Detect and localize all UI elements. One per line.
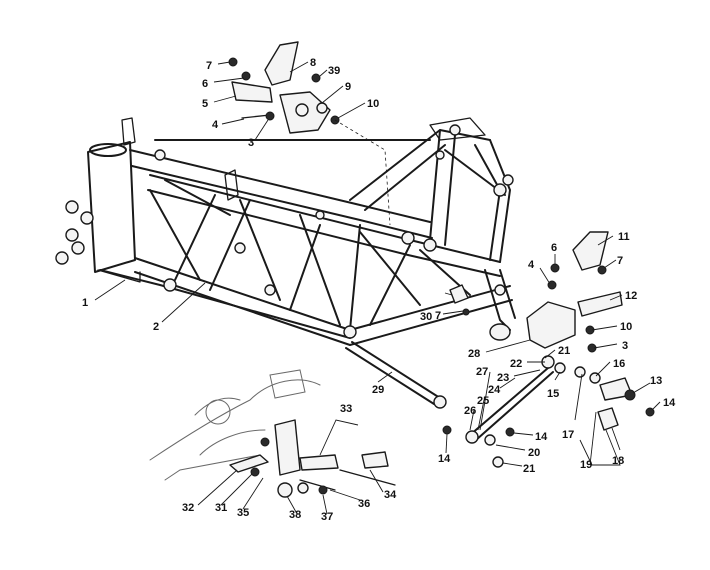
callout-6: 6: [202, 78, 208, 90]
callout-31: 31: [215, 502, 227, 514]
callout-15: 15: [547, 388, 559, 400]
callout-21: 21: [558, 345, 570, 357]
callout-27: 27: [476, 366, 488, 378]
callout-2: 2: [153, 321, 159, 333]
callout-5: 5: [202, 98, 208, 110]
callout-12: 12: [625, 290, 637, 302]
callout-6: 6: [551, 242, 557, 254]
callout-14: 14: [535, 431, 548, 443]
callout-10: 10: [367, 98, 379, 110]
callout-7: 7: [435, 310, 441, 322]
callout-33: 33: [340, 403, 352, 415]
left-footpeg-assembly: [228, 41, 391, 226]
callout-3: 3: [622, 340, 628, 352]
callout-26: 26: [464, 405, 476, 417]
callout-7: 7: [617, 255, 623, 267]
callout-9: 9: [345, 81, 351, 93]
callout-28: 28: [468, 348, 480, 360]
callout-36: 36: [358, 498, 370, 510]
main-frame: [55, 117, 516, 346]
callout-19: 19: [580, 459, 592, 471]
callout-24: 24: [488, 384, 501, 396]
callout-39: 39: [328, 65, 340, 77]
callout-8: 8: [310, 57, 316, 69]
callout-20: 20: [528, 447, 540, 459]
callout-25: 25: [477, 395, 489, 407]
callout-23: 23: [497, 372, 509, 384]
callout-34: 34: [384, 489, 397, 501]
callout-21: 21: [523, 463, 535, 475]
leader-lines: [94, 61, 661, 515]
callout-38: 38: [289, 509, 301, 521]
gearshift-linkage: [442, 355, 655, 468]
callout-32: 32: [182, 502, 194, 514]
callout-29: 29: [372, 384, 384, 396]
right-footpeg-assembly: [449, 231, 623, 353]
callout-30: 30: [420, 311, 432, 323]
callout-7: 7: [206, 60, 212, 72]
brake-pedal-assembly: [149, 369, 396, 498]
callout-3: 3: [248, 137, 254, 149]
callout-16: 16: [613, 358, 625, 370]
callout-17: 17: [562, 429, 574, 441]
callout-4: 4: [528, 259, 535, 271]
callout-labels: 1 2 3 3 4 4 5 6 6 7 7 7 8 9 10 10 11 12 …: [82, 57, 676, 523]
callout-14: 14: [663, 397, 676, 409]
callout-10: 10: [620, 321, 632, 333]
callout-35: 35: [237, 507, 249, 519]
callout-1: 1: [82, 297, 88, 309]
callout-13: 13: [650, 375, 662, 387]
callout-4: 4: [212, 119, 219, 131]
callout-14: 14: [438, 453, 451, 465]
callout-11: 11: [618, 231, 630, 243]
callout-18: 18: [612, 455, 624, 467]
callout-37: 37: [321, 511, 333, 523]
callout-22: 22: [510, 358, 522, 370]
tie-rod: [345, 341, 447, 409]
